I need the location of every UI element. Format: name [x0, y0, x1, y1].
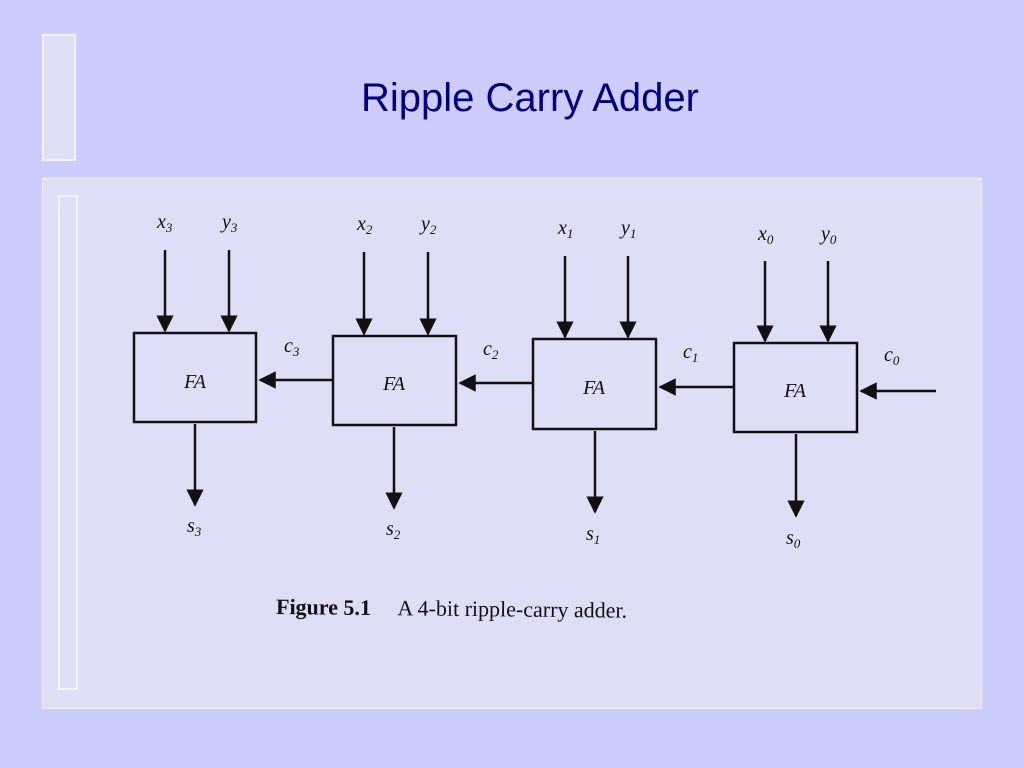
x2-label: x2	[356, 213, 373, 237]
y2-label: y2	[419, 213, 437, 237]
figure-panel	[42, 178, 982, 709]
fa-label-2: FA	[382, 373, 406, 395]
s2-label: s2	[386, 518, 401, 542]
slide-title: Ripple Carry Adder	[361, 76, 699, 120]
fa-label-0: FA	[783, 380, 807, 402]
c3-label: c3	[284, 335, 300, 359]
x3-label: x3	[156, 211, 173, 235]
y1-label: y1	[619, 217, 636, 241]
title-accent-bar	[42, 34, 76, 161]
y0-label: y0	[819, 223, 837, 247]
fa-label-3: FA	[183, 371, 207, 393]
s3-label: s3	[187, 515, 202, 539]
y3-label: y3	[220, 211, 238, 235]
fa-block-3	[132, 331, 258, 424]
fa-stage-0: FA x0 y0 s0 c0	[658, 223, 936, 551]
figure-caption: Figure 5.1 A 4-bit ripple-carry adder.	[276, 594, 627, 623]
figure-number: Figure 5.1	[276, 594, 371, 620]
figure-caption-text: A 4-bit ripple-carry adder.	[397, 595, 627, 622]
c1-label: c1	[683, 341, 698, 365]
fa-stage-1: FA x1 y1 s1 c1	[458, 217, 698, 547]
fa-stage-3: FA x3 y3 s3 c3	[132, 211, 300, 539]
x0-label: x0	[757, 223, 774, 247]
c2-label: c2	[483, 338, 499, 362]
s0-label: s0	[786, 527, 801, 551]
panel-accent-bar	[58, 195, 78, 690]
s1-label: s1	[586, 523, 600, 547]
fa-label-1: FA	[582, 377, 606, 399]
x1-label: x1	[557, 217, 573, 241]
c0-label: c0	[884, 344, 900, 368]
fa-stage-2: FA x2 y2 s2 c2	[258, 213, 499, 542]
